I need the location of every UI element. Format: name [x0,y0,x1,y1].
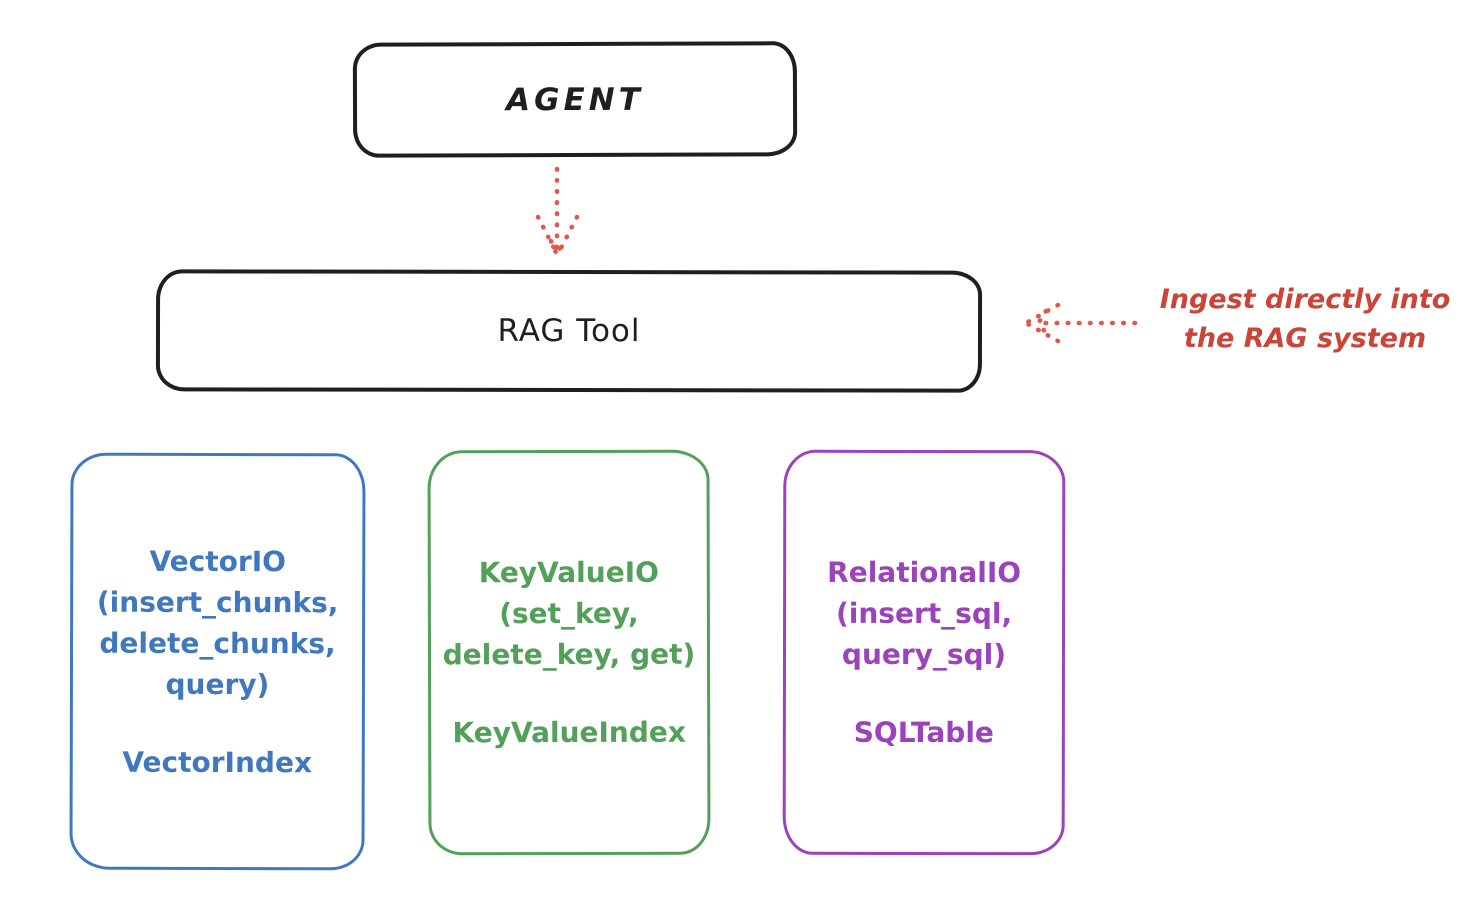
keyvalue-io-signature: KeyValueIO (set_key, delete_key, get) [442,552,696,676]
ingest-annotation: Ingest directly into the RAG system [1138,280,1472,358]
sql-table-label: SQLTable [853,715,994,750]
vector-io-line: query) [165,667,270,701]
vector-io-node: VectorIO (insert_chunks, delete_chunks, … [69,452,366,871]
keyvalue-io-line: (set_key, [499,596,639,631]
vector-io-signature: VectorIO (insert_chunks, delete_chunks, … [97,540,339,705]
relational-io-line: (insert_sql, [835,596,1013,631]
rag-tool-node: RAG Tool [155,269,983,393]
agent-label: AGENT [506,81,644,118]
ingest-annotation-line-1: Ingest directly into [1159,284,1451,315]
relational-io-node: RelationalIO (insert_sql, query_sql) SQL… [782,449,1066,856]
keyvalue-index-label: KeyValueIndex [452,715,686,750]
rag-tool-label: RAG Tool [497,312,641,350]
keyvalue-io-node: KeyValueIO (set_key, delete_key, get) Ke… [427,449,711,856]
agent-to-ragtool-arrow-icon [535,166,580,261]
vector-io-line: (insert_chunks, [96,585,339,619]
relational-io-signature: RelationalIO (insert_sql, query_sql) [827,552,1021,675]
keyvalue-io-line: KeyValueIO [478,555,659,590]
agent-node: AGENT [352,41,798,158]
vector-io-line: delete_chunks, [99,626,336,660]
ingest-annotation-line-2: the RAG system [1183,323,1427,354]
annotation-to-ragtool-arrow-icon [1023,302,1138,344]
vector-io-line: VectorIO [149,544,286,578]
relational-io-line: RelationalIO [827,555,1022,590]
vector-index-label: VectorIndex [122,745,313,779]
relational-io-line: query_sql) [841,637,1007,672]
keyvalue-io-line: delete_key, get) [442,637,696,672]
